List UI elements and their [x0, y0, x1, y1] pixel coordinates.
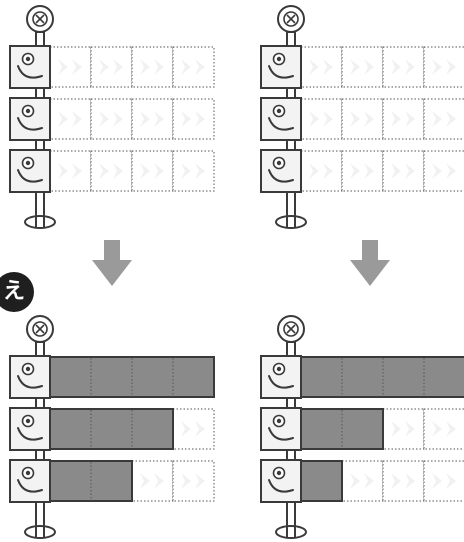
fill-bar: [50, 461, 132, 501]
row-1: [10, 356, 214, 398]
cell-grid: [301, 151, 464, 191]
pole-base: [25, 216, 55, 228]
grid-cell: [424, 461, 464, 501]
grid-cell: [383, 409, 424, 449]
grid-cell: [424, 47, 464, 87]
fill-bar: [301, 461, 342, 501]
grid-cell: [301, 151, 342, 191]
grid-cell: [342, 99, 383, 139]
grid-cell: [50, 151, 91, 191]
grid-cell: [342, 151, 383, 191]
fish-face-icon: [10, 150, 50, 192]
fill-bar: [50, 357, 214, 397]
row-2: [261, 98, 464, 140]
row-3: [261, 460, 464, 502]
grid-cell: [342, 461, 383, 501]
diagram-top-right: [261, 6, 464, 228]
grid-cell: [50, 99, 91, 139]
grid-cell: [383, 461, 424, 501]
cell-grid: [301, 47, 464, 87]
grid-cell: [301, 47, 342, 87]
x-circle-icon: [278, 6, 304, 32]
grid-cell: [383, 47, 424, 87]
grid-cell: [173, 99, 214, 139]
diagram-top-left: [10, 6, 214, 228]
pole-base: [25, 526, 55, 538]
fish-face-icon: [10, 98, 50, 140]
grid-cell: [173, 151, 214, 191]
x-circle-icon: [27, 316, 53, 342]
grid-cell: [173, 409, 214, 449]
x-circle-icon: [27, 6, 53, 32]
row-3: [10, 460, 214, 502]
grid-cell: [132, 461, 173, 501]
fish-face-icon: [10, 460, 50, 502]
fish-face-icon: [10, 46, 50, 88]
grid-cell: [91, 151, 132, 191]
pole-base: [276, 526, 306, 538]
grid-cell: [424, 151, 464, 191]
fish-face-icon: [261, 46, 301, 88]
fish-face-icon: [10, 356, 50, 398]
row-1: [261, 356, 464, 398]
x-circle-icon: [278, 316, 304, 342]
grid-cell: [383, 151, 424, 191]
grid-cell: [342, 47, 383, 87]
grid-cell: [91, 47, 132, 87]
fish-face-icon: [261, 460, 301, 502]
fish-face-icon: [261, 356, 301, 398]
fish-face-icon: [261, 408, 301, 450]
grid-cell: [301, 99, 342, 139]
fish-face-icon: [261, 98, 301, 140]
cell-grid: [50, 47, 214, 87]
fill-bar: [301, 409, 383, 449]
cell-grid: [50, 99, 214, 139]
grid-cell: [91, 99, 132, 139]
row-3: [261, 150, 464, 192]
diagram-bottom-right: [261, 316, 464, 538]
arrow-down-icon: [92, 240, 132, 286]
cell-grid: [50, 151, 214, 191]
grid-cell: [50, 47, 91, 87]
grid-cell: [424, 409, 464, 449]
fish-face-icon: [10, 408, 50, 450]
fish-face-icon: [261, 150, 301, 192]
grid-cell: [383, 99, 424, 139]
grid-cell: [132, 99, 173, 139]
arrow-down-icon: [350, 240, 390, 286]
diagram-bottom-left: [10, 316, 214, 538]
row-2: [10, 408, 214, 450]
cell-grid: [301, 99, 464, 139]
row-2: [10, 98, 214, 140]
grid-cell: [173, 461, 214, 501]
pole-base: [276, 216, 306, 228]
grid-cell: [173, 47, 214, 87]
badge-label: え: [0, 272, 34, 312]
row-1: [261, 46, 464, 88]
fill-bar: [301, 357, 464, 397]
row-1: [10, 46, 214, 88]
grid-cell: [132, 151, 173, 191]
grid-cell: [132, 47, 173, 87]
row-3: [10, 150, 214, 192]
row-2: [261, 408, 464, 450]
grid-cell: [424, 99, 464, 139]
fill-bar: [50, 409, 173, 449]
